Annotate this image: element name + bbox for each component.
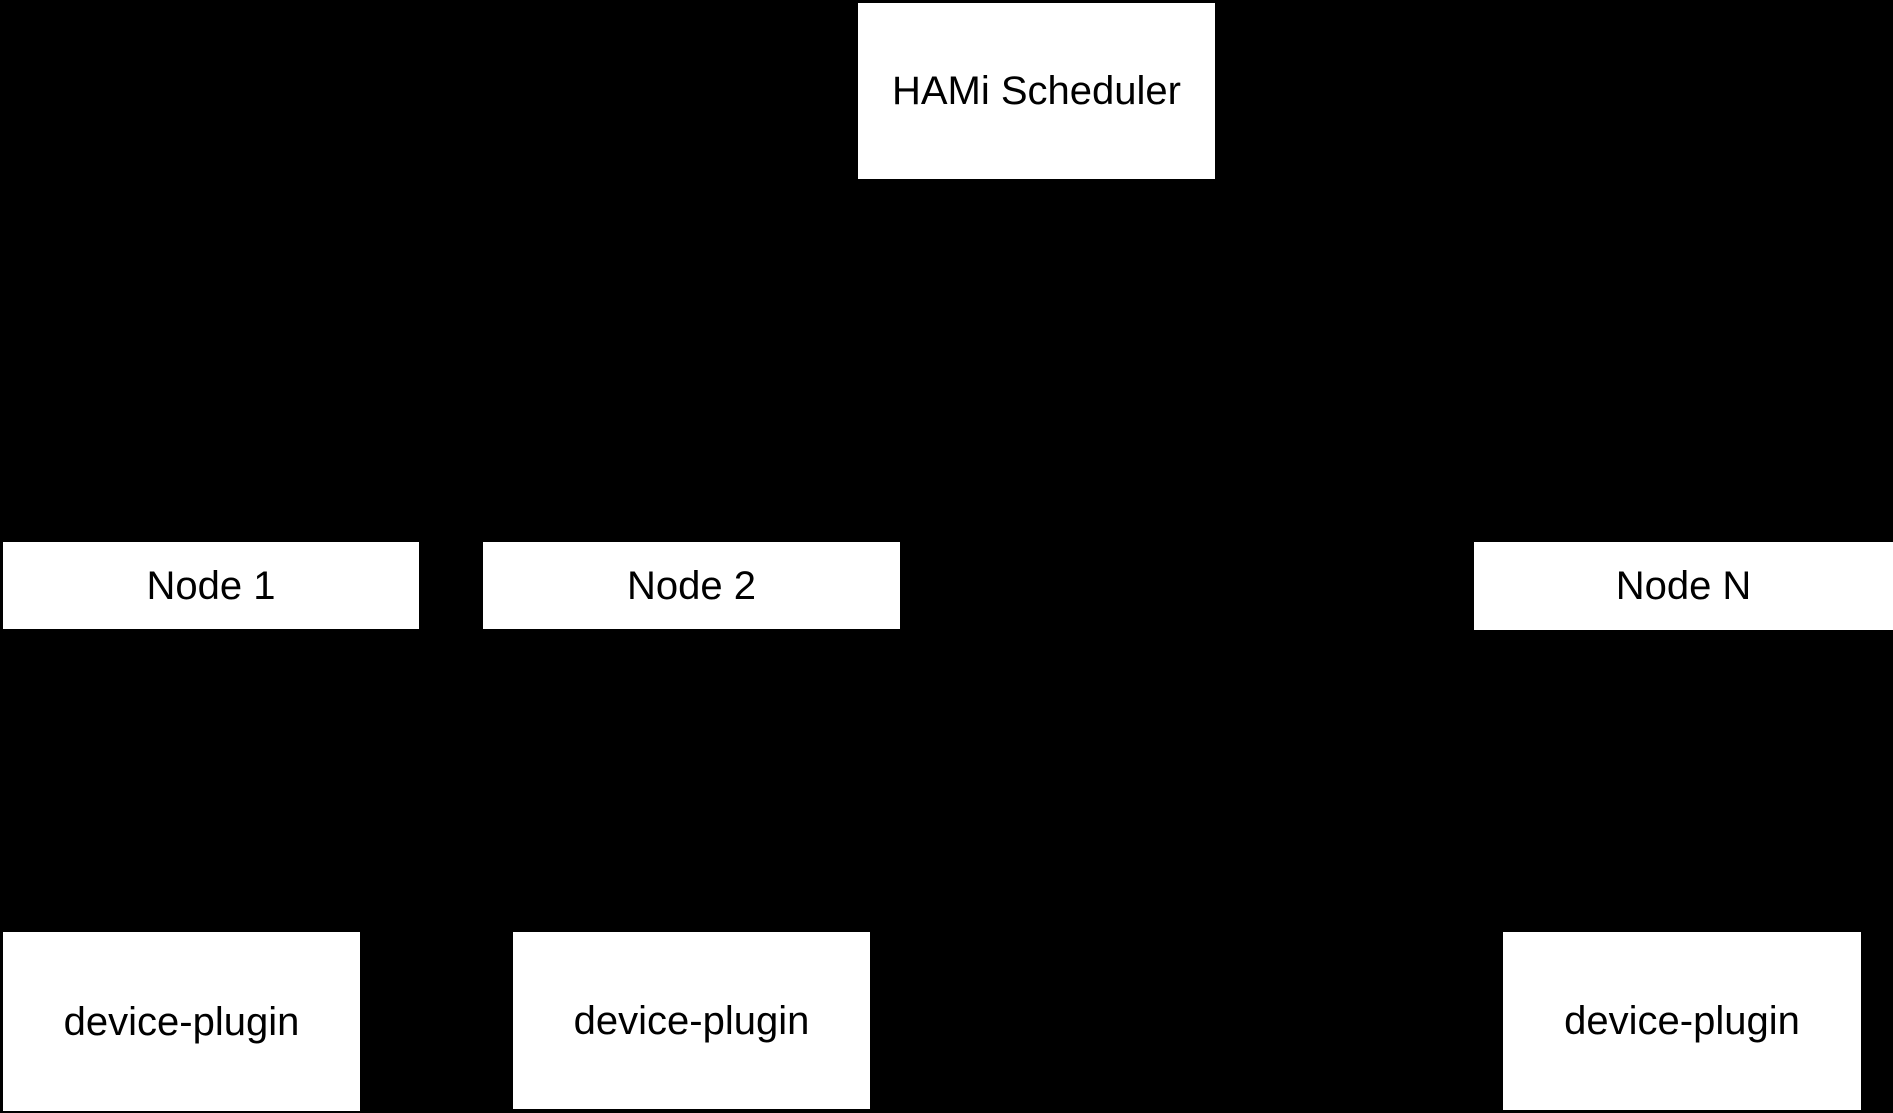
node-2-label: Node 2	[627, 563, 756, 608]
node-1-box: Node 1	[3, 542, 419, 629]
device-plugin-3-label: device-plugin	[1564, 999, 1800, 1043]
hami-scheduler-label: HAMi Scheduler	[891, 69, 1181, 113]
device-plugin-2-box: device-plugin	[513, 932, 870, 1109]
node-n-label: Node N	[1615, 564, 1752, 608]
device-plugin-1-box: device-plugin	[3, 932, 360, 1111]
node-2-box: Node 2	[483, 542, 900, 629]
device-plugin-3-box: device-plugin	[1503, 932, 1861, 1110]
hami-scheduler-box: HAMi Scheduler	[858, 3, 1215, 179]
node-1-label: Node 1	[146, 563, 276, 608]
device-plugin-2-label: device-plugin	[573, 998, 810, 1043]
device-plugin-1-label: device-plugin	[63, 999, 300, 1044]
node-n-box: Node N	[1474, 542, 1893, 630]
